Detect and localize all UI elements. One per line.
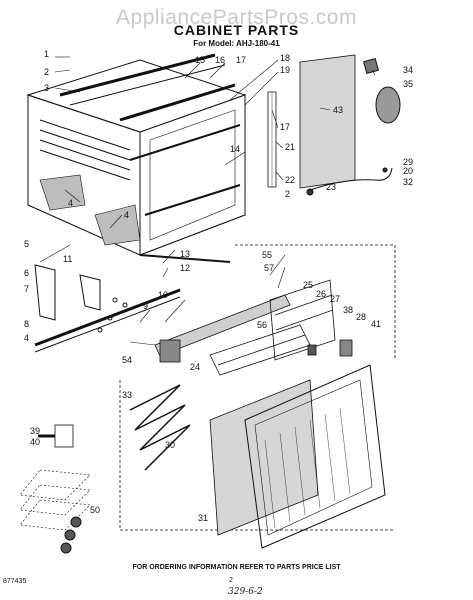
callout-9: 9 (143, 301, 148, 311)
callout-41: 41 (371, 319, 381, 329)
callout-13: 13 (180, 249, 190, 259)
callout-10: 10 (158, 290, 168, 300)
callout-32: 32 (403, 177, 413, 187)
lower-hardware (19, 424, 91, 554)
callout-38: 38 (343, 305, 353, 315)
callout-labels: 1 2 3 15 16 17 18 19 34 35 43 17 21 22 2… (24, 49, 413, 523)
callout-4b: 4 (124, 210, 129, 220)
callout-54: 54 (122, 355, 132, 365)
callout-5: 5 (24, 239, 29, 249)
callout-34: 34 (403, 65, 413, 75)
callout-14: 14 (230, 144, 240, 154)
watermark: AppliancePartsPros.com (116, 6, 357, 29)
callout-4c: 4 (24, 333, 29, 343)
callout-30: 30 (165, 440, 175, 450)
callout-22: 22 (285, 175, 295, 185)
callout-18: 18 (280, 53, 290, 63)
callout-2b: 2 (285, 189, 290, 199)
callout-35: 35 (403, 79, 413, 89)
callout-43: 43 (333, 105, 343, 115)
callout-25: 25 (303, 280, 313, 290)
callout-8: 8 (24, 319, 29, 329)
side-panel-hatch (39, 174, 141, 246)
callout-26: 26 (316, 289, 326, 299)
wire-harness (306, 167, 393, 196)
callout-1: 1 (44, 49, 49, 59)
callout-6: 6 (24, 268, 29, 278)
callout-7: 7 (24, 284, 29, 294)
front-panel-assembly (119, 244, 396, 549)
callout-39: 39 (30, 426, 40, 436)
model-line: For Model: AHJ-180-41 (193, 39, 280, 48)
page-number: 2 (229, 577, 233, 584)
callout-56: 56 (257, 320, 267, 330)
callout-21: 21 (285, 142, 295, 152)
callout-17: 17 (236, 55, 246, 65)
callout-12: 12 (180, 263, 190, 273)
callout-16: 16 (215, 55, 225, 65)
callout-33: 33 (122, 390, 132, 400)
callout-20: 20 (403, 166, 413, 176)
cabinet-shell (26, 53, 247, 263)
callout-31: 31 (198, 513, 208, 523)
callout-2: 2 (44, 67, 49, 77)
callout-3: 3 (44, 83, 49, 93)
callout-29: 29 (403, 157, 413, 167)
document-code: 877435 (3, 578, 27, 585)
callout-17b: 17 (280, 122, 290, 132)
ordering-note: FOR ORDERING INFORMATION REFER TO PARTS … (132, 564, 341, 571)
callout-15: 15 (195, 55, 205, 65)
callout-4a: 4 (68, 198, 73, 208)
mounting-brackets (34, 264, 181, 353)
callout-57: 57 (264, 263, 274, 273)
vertical-strips (267, 91, 277, 188)
callout-40: 40 (30, 437, 40, 447)
callout-28: 28 (356, 312, 366, 322)
callout-23: 23 (326, 182, 336, 192)
callout-55: 55 (262, 250, 272, 260)
callout-50: 50 (90, 505, 100, 515)
callout-27: 27 (330, 294, 340, 304)
callout-19: 19 (280, 65, 290, 75)
leader-lines (39, 56, 376, 346)
callout-11: 11 (63, 254, 72, 264)
handwritten-note: 329-6-2 (228, 587, 263, 597)
callout-24: 24 (190, 362, 200, 372)
page-title: CABINET PARTS (173, 22, 300, 38)
